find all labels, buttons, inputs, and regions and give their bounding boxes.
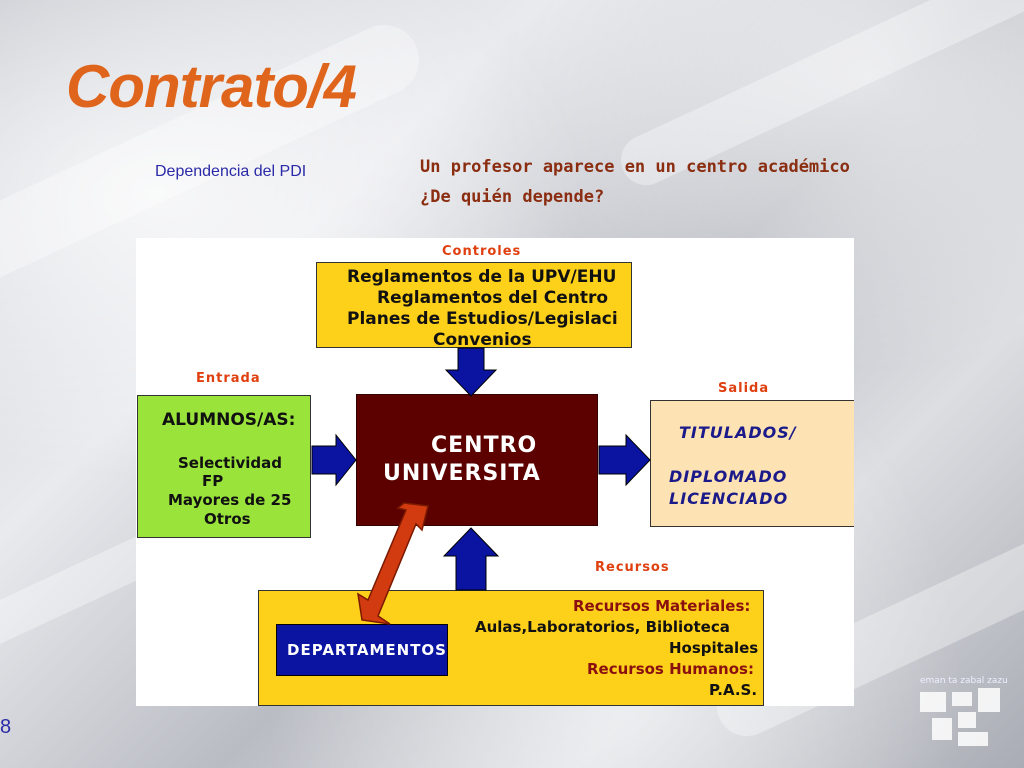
centro-line: CENTRO (431, 433, 538, 458)
recursos-line: P.A.S. (709, 681, 758, 699)
controles-line: Convenios (433, 330, 532, 350)
university-logo-icon (920, 688, 1000, 746)
departamentos-label: DEPARTAMENTOS (287, 641, 447, 659)
entrada-item: Mayores de 25 (168, 491, 292, 509)
entrada-item: Otros (204, 510, 251, 528)
salida-item: LICENCIADO (669, 489, 789, 508)
question-line: Un profesor aparece en un centro académi… (420, 157, 850, 177)
entrada-item: FP (202, 472, 224, 490)
salida-item: TITULADOS/ (679, 423, 797, 442)
slide-subtitle: Dependencia del PDI (155, 163, 307, 180)
entrada-label: Entrada (196, 371, 261, 386)
centro-line: UNIVERSITA (383, 461, 541, 486)
entrada-box: ALUMNOS/AS: Selectividad FP Mayores de 2… (137, 395, 311, 538)
controles-box: Reglamentos de la UPV/EHU Reglamentos de… (316, 262, 632, 350)
recursos-line: Recursos Materiales: (573, 597, 751, 615)
question-line: ¿De quién depende? (420, 187, 605, 207)
salida-box: TITULADOS/ DIPLOMADO LICENCIADO (650, 400, 854, 527)
recursos-line: Aulas,Laboratorios, Biblioteca (475, 618, 730, 636)
entrada-item: Selectividad (178, 454, 283, 472)
controles-line: Reglamentos de la UPV/EHU (347, 267, 617, 287)
page-number: 8 (0, 716, 12, 738)
dependency-diagram: Controles Reglamentos de la UPV/EHU Regl… (136, 238, 854, 706)
arrow-recursos-to-centro (442, 527, 500, 591)
controles-line: Reglamentos del Centro (377, 288, 609, 308)
salida-label: Salida (718, 381, 770, 396)
question-text: Un profesor aparece en un centro académi… (420, 152, 940, 212)
salida-item: DIPLOMADO (669, 467, 788, 486)
recursos-label: Recursos (595, 560, 670, 575)
entrada-heading: ALUMNOS/AS: (162, 410, 296, 430)
recursos-line: Recursos Humanos: (587, 660, 754, 678)
controles-label: Controles (442, 244, 522, 259)
controles-line: Planes de Estudios/Legislaci (347, 309, 618, 329)
recursos-box: Recursos Materiales: Aulas,Laboratorios,… (258, 590, 764, 706)
slide-title: Contrato/4 (66, 53, 357, 120)
arrow-controles-to-centro (444, 347, 498, 397)
departamentos-box: DEPARTAMENTOS (276, 624, 448, 676)
centro-universitario-box: CENTRO UNIVERSITA (356, 394, 598, 526)
arrow-centro-to-salida (598, 433, 651, 487)
recursos-line: Hospitales (669, 639, 759, 657)
logo-motto: eman ta zabal zazu (920, 676, 1008, 686)
